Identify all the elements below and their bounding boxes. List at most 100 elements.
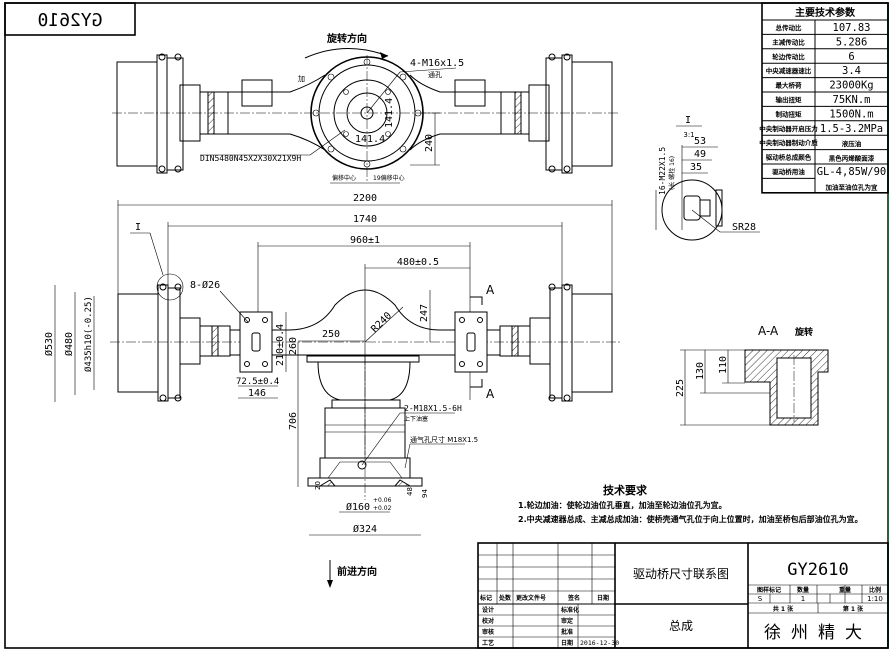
sheet-number: 第 1 张 — [842, 605, 864, 613]
scale: 1:10 — [867, 595, 883, 603]
dim-48: 48 — [406, 487, 414, 496]
param-label: 中央减速器速比 — [766, 66, 812, 75]
detail-bolt: 16-M22X1.5 — [658, 147, 667, 195]
attr-header: 重量 — [839, 586, 851, 594]
params-row: 中央制动器制动介质 液压油 — [759, 138, 862, 148]
dim-240: 240 — [424, 134, 435, 152]
plug-callout: 2-M18X1.5-6H — [404, 404, 462, 413]
param-value: 107.83 — [833, 22, 871, 34]
attr-header: 数量 — [797, 586, 809, 594]
param-label: 输出扭矩 — [776, 95, 803, 104]
rev-header: 签名 — [567, 594, 580, 602]
sign-value: 2016-12-30 — [580, 639, 619, 647]
bolt-callout: 4-M16x1.5 — [410, 58, 464, 69]
params-title: 主要技术参数 — [795, 6, 856, 19]
attr-header: 图样标记 — [757, 586, 781, 594]
rev-header: 标记 — [479, 594, 492, 602]
detail-bolt-note: (长 螺栓 16) — [668, 156, 676, 190]
dim-r240: R240 — [369, 310, 394, 335]
dim-210: 210±0.4 — [275, 324, 286, 366]
param-label: 轮边传动比 — [772, 52, 805, 61]
param-label: 中央制动器开启压力 — [759, 124, 818, 133]
holes-callout: 8-Ø26 — [190, 279, 220, 291]
mirrored-drawing-number: GY2610 — [37, 10, 102, 31]
sign-role: 校对 — [482, 617, 494, 625]
detail-radius: SR28 — [732, 222, 756, 233]
param-value: 1500N.m — [829, 108, 873, 120]
sign-row: 设计标准化 — [482, 606, 579, 614]
sign-role-2: 审定 — [561, 617, 573, 625]
note-item: 1.轮边加油：使轮边油位孔垂直，加油至轮边油位孔为宜。 — [518, 500, 727, 510]
dim-1740: 1740 — [353, 214, 377, 225]
technical-notes: 技术要求 1.轮边加油：使轮边油位孔垂直，加油至轮边油位孔为宜。 2.中央减速器… — [518, 483, 863, 524]
param-value: 5.286 — [836, 36, 868, 48]
detail-mark: I — [135, 222, 141, 233]
dim-250: 250 — [322, 329, 340, 340]
dim-94: 94 — [421, 489, 429, 498]
notes-title: 技术要求 — [603, 483, 648, 497]
rev-header: 处数 — [498, 594, 512, 602]
dim-35: 35 — [690, 162, 702, 173]
spline-spec: DIN5480N45X2X30X21X9H — [200, 154, 301, 163]
dia-435: Ø435h10(-0.25) — [83, 296, 94, 372]
quantity: 1 — [801, 595, 805, 603]
dim-480: 480±0.5 — [397, 257, 439, 268]
param-value: 3.4 — [842, 65, 861, 77]
offset-left-label: 偏移中心 — [332, 174, 356, 182]
rotation-direction-label: 旋转方向 — [326, 32, 367, 45]
dia-530: Ø530 — [43, 332, 55, 356]
dia-324: Ø324 — [353, 523, 377, 535]
dim-130: 130 — [695, 362, 706, 380]
dim-706: 706 — [288, 412, 299, 430]
tolerance-upper: +0.06 — [373, 497, 392, 504]
dim-2200: 2200 — [353, 193, 377, 204]
vent-callout: 通气孔尺寸 M18X1.5 — [410, 435, 478, 444]
param-value: 液压油 — [842, 139, 862, 148]
param-label: 最大桥荷 — [776, 81, 803, 90]
params-row: 加油至油位孔为宜 — [825, 182, 879, 191]
tolerance-lower: +0.02 — [373, 505, 392, 512]
drawing-name: 驱动桥尺寸联系图 — [633, 567, 729, 581]
dim-247: 247 — [419, 304, 430, 322]
plug-note: 上下油塞 — [404, 415, 428, 423]
note-item: 2.中央减速器总成、主减总成加油：使桥壳通气孔位于向上位置时，加油至桥包后部油位… — [518, 514, 863, 524]
vent-label: 加 — [298, 74, 305, 83]
detail-name: I — [685, 115, 691, 126]
sign-role: 审核 — [482, 628, 494, 636]
bolt-note: 通孔 — [428, 70, 442, 79]
param-label: 制动扭矩 — [776, 109, 803, 118]
sign-row: 审核批准 — [482, 628, 573, 636]
sign-role-2: 标准化 — [560, 606, 579, 614]
sheets-total: 共 1 张 — [773, 605, 794, 613]
section-view-aa: A-A 旋转 225 130 110 — [675, 324, 829, 426]
section-note: 旋转 — [794, 326, 813, 338]
section-mark-bottom: A — [486, 387, 495, 401]
param-label: 中央制动器制动介质 — [759, 138, 818, 147]
rev-header: 日期 — [597, 594, 609, 602]
front-view: 2200 1740 960±1 480±0.5 — [43, 193, 620, 536]
forward-direction-label: 前进方向 — [337, 565, 377, 578]
param-value: 黑色丙烯酸面漆 — [829, 154, 875, 163]
section-mark-top: A — [486, 283, 495, 297]
section-title: A-A — [758, 324, 779, 338]
params-row: 中央减速器速比 3.4 — [766, 65, 861, 77]
dia-480: Ø480 — [63, 332, 75, 356]
params-row: 制动扭矩 1500N.m — [776, 108, 874, 120]
dim-960: 960±1 — [350, 235, 380, 246]
detail-view-i: I 3:1 53 49 35 SR28 16-M22X1.5 (长 螺栓 16) — [655, 115, 760, 241]
dim-141-horizontal: 141.4 — [355, 134, 385, 145]
dim-146: 146 — [248, 388, 266, 399]
param-label: 驱动桥用油 — [772, 167, 805, 176]
drawing-mark: S — [758, 595, 763, 603]
dim-225: 225 — [675, 379, 686, 397]
